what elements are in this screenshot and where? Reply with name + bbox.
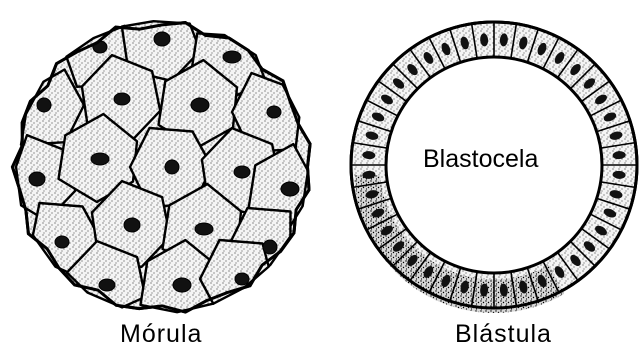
- morula-nucleus: [191, 98, 209, 112]
- morula-nucleus: [223, 51, 241, 63]
- morula-caption: Mórula: [120, 320, 202, 349]
- morula-nucleus: [234, 166, 250, 178]
- morula-nucleus: [114, 93, 130, 105]
- morula-nucleus: [37, 98, 51, 112]
- morula-nucleus: [165, 160, 179, 174]
- morula-nucleus: [99, 279, 115, 291]
- morula-nucleus: [55, 236, 69, 248]
- morula-nucleus: [124, 218, 140, 232]
- morula-nucleus: [195, 223, 213, 235]
- morula-nucleus: [29, 172, 45, 186]
- morula-nucleus: [173, 278, 191, 292]
- morula-nucleus: [91, 153, 109, 165]
- blastocele-label: Blastocela: [423, 145, 538, 174]
- morula-nucleus: [154, 32, 170, 46]
- morula-illustration: [12, 21, 310, 312]
- morula-nucleus: [235, 273, 249, 285]
- morula-nucleus: [263, 240, 277, 254]
- morula-nucleus: [267, 106, 281, 118]
- blastula-caption: Blástula: [455, 320, 552, 349]
- morula-nucleus: [281, 182, 299, 196]
